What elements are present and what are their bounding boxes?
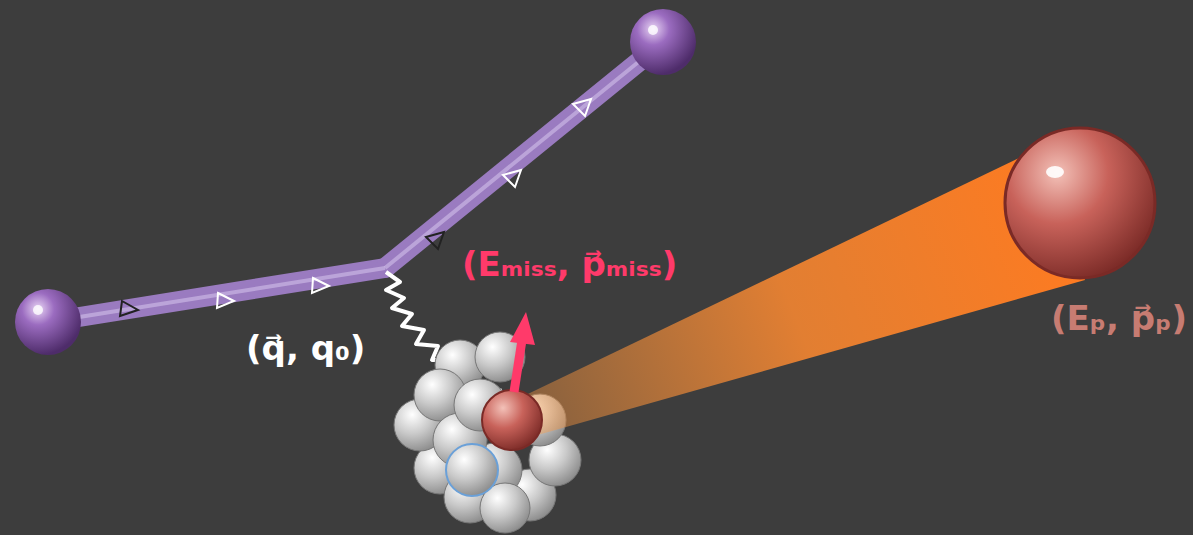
missing-label: (Eₘᵢₛₛ, p⃗ₘᵢₛₛ) [462,244,677,285]
proton-in-nucleus [482,390,542,450]
transfer-label: (q⃗, q₀) [246,328,365,369]
nucleus [394,332,581,533]
missing-momentum-arrow [510,312,535,392]
proton-label: (Eₚ, p⃗ₚ) [1051,298,1187,339]
proton-ball [1005,128,1155,278]
proton-beam [505,148,1085,440]
electron-ball [15,289,81,355]
electron-ball [630,9,696,75]
